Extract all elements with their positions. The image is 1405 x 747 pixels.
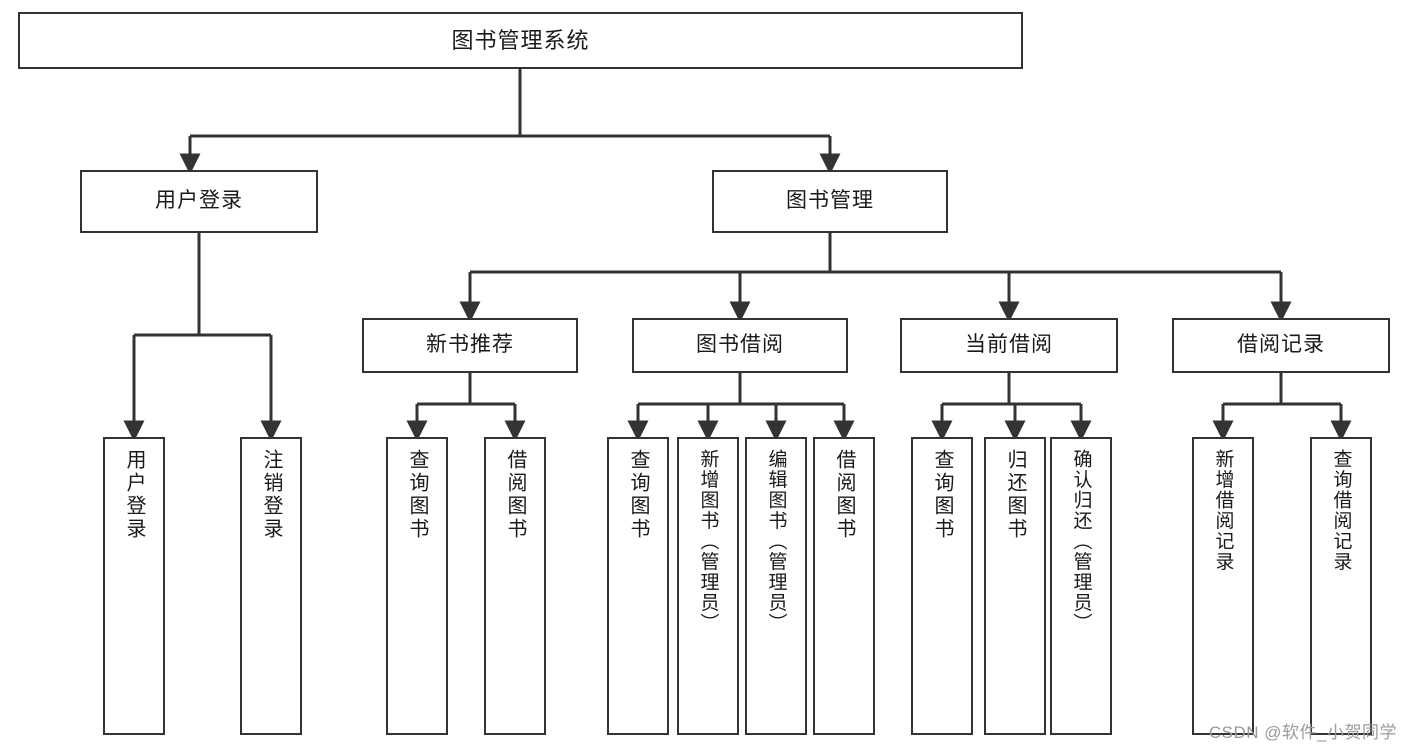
- node-leaf-user-login-label: 用户登录: [123, 449, 145, 541]
- node-user-login[interactable]: 用户登录: [80, 170, 318, 233]
- node-leaf-logout-label: 注销登录: [260, 449, 282, 541]
- node-leaf-query-borrow-record[interactable]: 查询借阅记录: [1310, 437, 1372, 735]
- node-leaf-query-book-current[interactable]: 查询图书: [911, 437, 973, 735]
- node-leaf-borrow-book[interactable]: 借阅图书: [813, 437, 875, 735]
- node-book-borrow[interactable]: 图书借阅: [632, 318, 848, 373]
- node-leaf-return-book[interactable]: 归还图书: [984, 437, 1046, 735]
- node-current-borrow[interactable]: 当前借阅: [900, 318, 1118, 373]
- node-book-manage[interactable]: 图书管理: [712, 170, 948, 233]
- node-new-book-recommend-label: 新书推荐: [426, 333, 514, 357]
- node-borrow-record[interactable]: 借阅记录: [1172, 318, 1390, 373]
- node-root[interactable]: 图书管理系统: [18, 12, 1023, 69]
- node-leaf-query-book-label: 查询图书: [627, 449, 649, 541]
- node-leaf-query-book-recommend-label: 查询图书: [406, 449, 428, 541]
- node-current-borrow-label: 当前借阅: [965, 333, 1053, 357]
- node-book-borrow-label: 图书借阅: [696, 333, 784, 357]
- node-leaf-query-book[interactable]: 查询图书: [607, 437, 669, 735]
- node-leaf-logout[interactable]: 注销登录: [240, 437, 302, 735]
- node-leaf-query-borrow-record-label: 查询借阅记录: [1330, 449, 1352, 572]
- node-leaf-add-borrow-record[interactable]: 新增借阅记录: [1192, 437, 1254, 735]
- node-borrow-record-label: 借阅记录: [1237, 333, 1325, 357]
- node-leaf-query-book-recommend[interactable]: 查询图书: [386, 437, 448, 735]
- csdn-watermark: CSDN @软件_小贺同学: [1208, 723, 1397, 742]
- node-leaf-edit-book-label: 编辑图书（管理员）: [765, 449, 787, 634]
- node-leaf-borrow-book-label: 借阅图书: [833, 449, 855, 541]
- node-leaf-add-book[interactable]: 新增图书（管理员）: [677, 437, 739, 735]
- node-leaf-user-login[interactable]: 用户登录: [103, 437, 165, 735]
- node-new-book-recommend[interactable]: 新书推荐: [362, 318, 578, 373]
- node-user-login-label: 用户登录: [155, 189, 243, 213]
- node-leaf-add-borrow-record-label: 新增借阅记录: [1212, 449, 1234, 572]
- node-leaf-edit-book[interactable]: 编辑图书（管理员）: [745, 437, 807, 735]
- node-leaf-borrow-book-recommend[interactable]: 借阅图书: [484, 437, 546, 735]
- node-leaf-query-book-current-label: 查询图书: [931, 449, 953, 541]
- node-leaf-borrow-book-recommend-label: 借阅图书: [504, 449, 526, 541]
- node-leaf-add-book-label: 新增图书（管理员）: [697, 449, 719, 634]
- node-leaf-confirm-return[interactable]: 确认归还（管理员）: [1050, 437, 1112, 735]
- node-book-manage-label: 图书管理: [786, 189, 874, 213]
- node-leaf-return-book-label: 归还图书: [1004, 449, 1026, 541]
- node-leaf-confirm-return-label: 确认归还（管理员）: [1070, 449, 1092, 634]
- node-root-label: 图书管理系统: [451, 27, 590, 53]
